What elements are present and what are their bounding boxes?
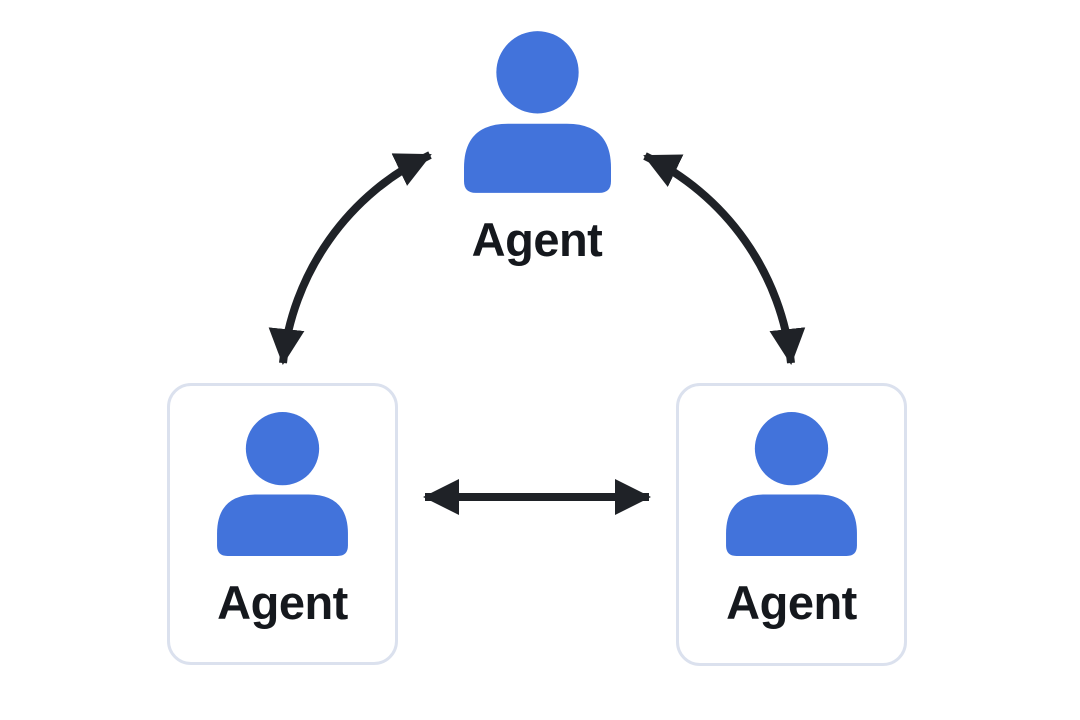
person-icon xyxy=(217,412,348,556)
node-label: Agent xyxy=(217,576,348,629)
agent-node-top: Agent xyxy=(457,31,617,267)
agent-card-right: Agent xyxy=(676,383,907,666)
edge-top-to-right-bidirectional-arrow xyxy=(643,152,806,365)
agent-card-left: Agent xyxy=(167,383,398,665)
person-icon xyxy=(726,412,857,556)
node-label: Agent xyxy=(726,576,857,629)
edge-top-to-left-bidirectional-arrow xyxy=(268,151,432,365)
node-label: Agent xyxy=(471,213,603,266)
person-icon xyxy=(463,31,611,193)
